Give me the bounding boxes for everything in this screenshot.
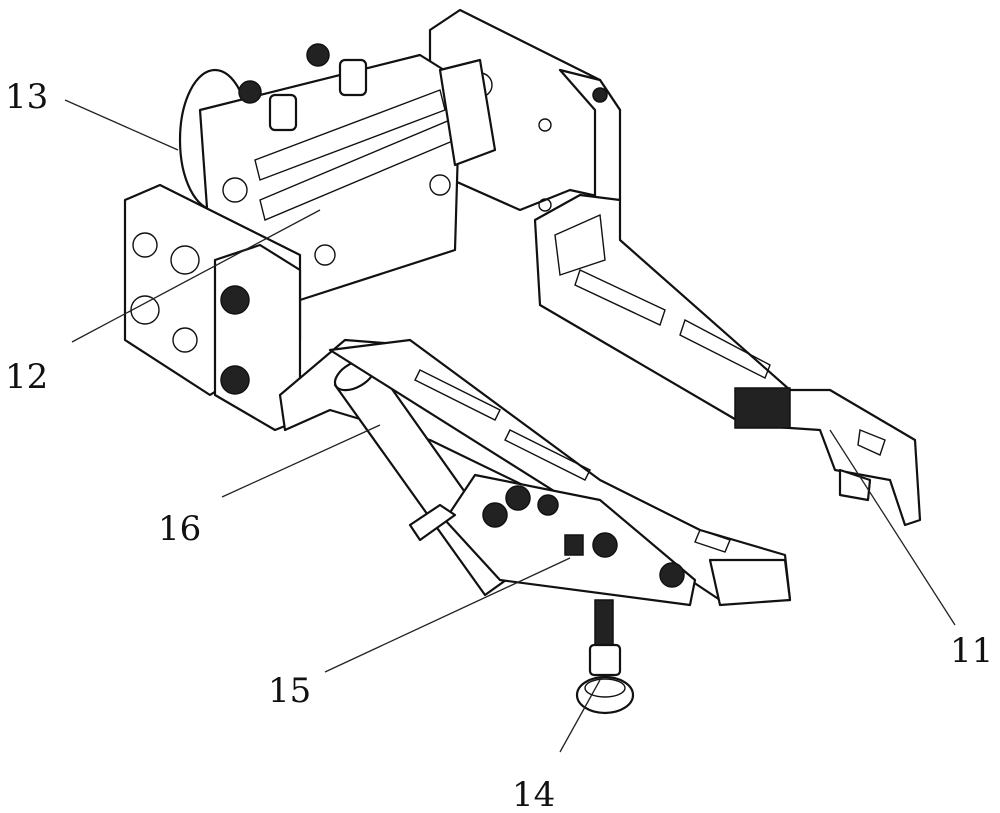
label-14: 14 xyxy=(512,775,555,813)
leader-line-11 xyxy=(829,429,956,626)
leader-line-13 xyxy=(64,99,179,151)
cylinder-assembly xyxy=(178,43,497,302)
suction-cup xyxy=(575,599,635,715)
label-15: 15 xyxy=(268,671,311,711)
leader-line-16 xyxy=(221,424,381,498)
leader-line-14 xyxy=(559,679,601,753)
label-16: 16 xyxy=(158,509,201,549)
label-13: 13 xyxy=(5,77,48,117)
lower-gripper-arm xyxy=(328,338,792,607)
label-12: 12 xyxy=(5,357,48,397)
leader-line-12 xyxy=(71,209,321,343)
leader-line-15 xyxy=(324,557,571,673)
label-11: 11 xyxy=(950,631,993,671)
sensor-plate xyxy=(408,473,697,607)
